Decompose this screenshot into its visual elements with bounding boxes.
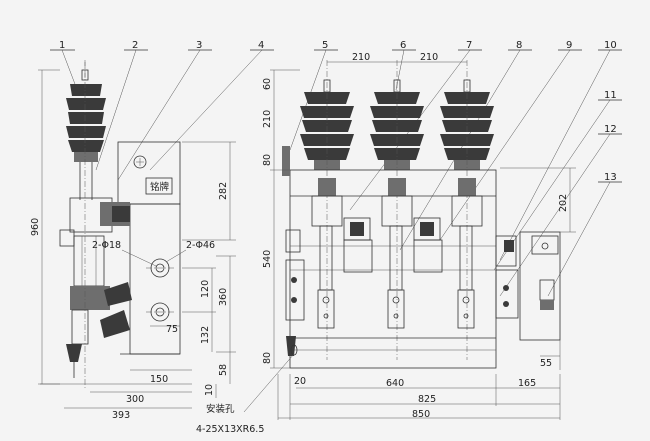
dim-55: 55 xyxy=(540,358,552,369)
mounting-hole-spec: 4-25X13XR6.5 xyxy=(196,424,264,435)
mounting-annotation: 安装孔 4-25X13XR6.5 xyxy=(196,353,295,435)
dim-80-upper: 80 xyxy=(262,154,273,166)
dim-960: 960 xyxy=(30,218,41,236)
callout-6: 6 xyxy=(400,40,406,51)
dim-300: 300 xyxy=(126,394,144,405)
callout-13: 13 xyxy=(604,172,617,183)
pole-center xyxy=(381,178,443,329)
dim-640: 640 xyxy=(386,378,404,389)
dim-210-vertical: 210 xyxy=(262,110,273,128)
hole-label-46: 2-Φ46 xyxy=(186,240,215,251)
side-dimensions: 960 282 120 360 132 58 10 75 150 300 393 xyxy=(30,69,236,421)
callout-1: 1 xyxy=(59,40,65,51)
dim-393: 393 xyxy=(112,410,130,421)
callout-5: 5 xyxy=(322,40,328,51)
callout-10: 10 xyxy=(604,40,617,51)
dim-132: 132 xyxy=(200,326,211,344)
callout-4: 4 xyxy=(258,40,264,51)
front-dimensions: 210 210 60 210 80 540 80 202 55 20 640 xyxy=(262,52,576,420)
callout-7: 7 xyxy=(466,40,472,51)
pole-right xyxy=(451,178,483,329)
dim-165: 165 xyxy=(518,378,536,389)
mounting-hole-label: 安装孔 xyxy=(206,403,235,415)
callout-3: 3 xyxy=(196,40,202,51)
nameplate-label: 铭牌 xyxy=(150,181,170,193)
dim-10: 10 xyxy=(204,384,215,396)
callout-12: 12 xyxy=(604,124,617,135)
dim-120: 120 xyxy=(200,280,211,298)
hole-label-18: 2-Φ18 xyxy=(92,240,121,251)
front-view xyxy=(282,60,561,369)
dim-60: 60 xyxy=(262,78,273,90)
callout-leaders xyxy=(61,49,611,297)
callout-9: 9 xyxy=(566,40,572,51)
dim-825: 825 xyxy=(418,394,436,405)
pole-left xyxy=(311,178,373,329)
dim-210-top-left: 210 xyxy=(352,52,370,63)
dim-20: 20 xyxy=(294,376,306,387)
dim-210-top-right: 210 xyxy=(420,52,438,63)
dim-540: 540 xyxy=(262,250,273,268)
side-view: 铭牌 2-Φ18 2-Φ46 xyxy=(40,60,215,390)
dim-75: 75 xyxy=(166,324,178,335)
dim-850: 850 xyxy=(412,409,430,420)
dim-202: 202 xyxy=(558,194,569,212)
callout-11: 11 xyxy=(604,90,617,101)
dim-58: 58 xyxy=(218,364,229,376)
callout-2: 2 xyxy=(132,40,138,51)
dim-150: 150 xyxy=(150,374,168,385)
callout-8: 8 xyxy=(516,40,522,51)
callout-labels: 1 2 3 4 5 6 7 8 9 10 11 12 13 xyxy=(59,40,617,183)
dim-360: 360 xyxy=(218,288,229,306)
dim-282: 282 xyxy=(218,182,229,200)
dim-80-lower: 80 xyxy=(262,352,273,364)
